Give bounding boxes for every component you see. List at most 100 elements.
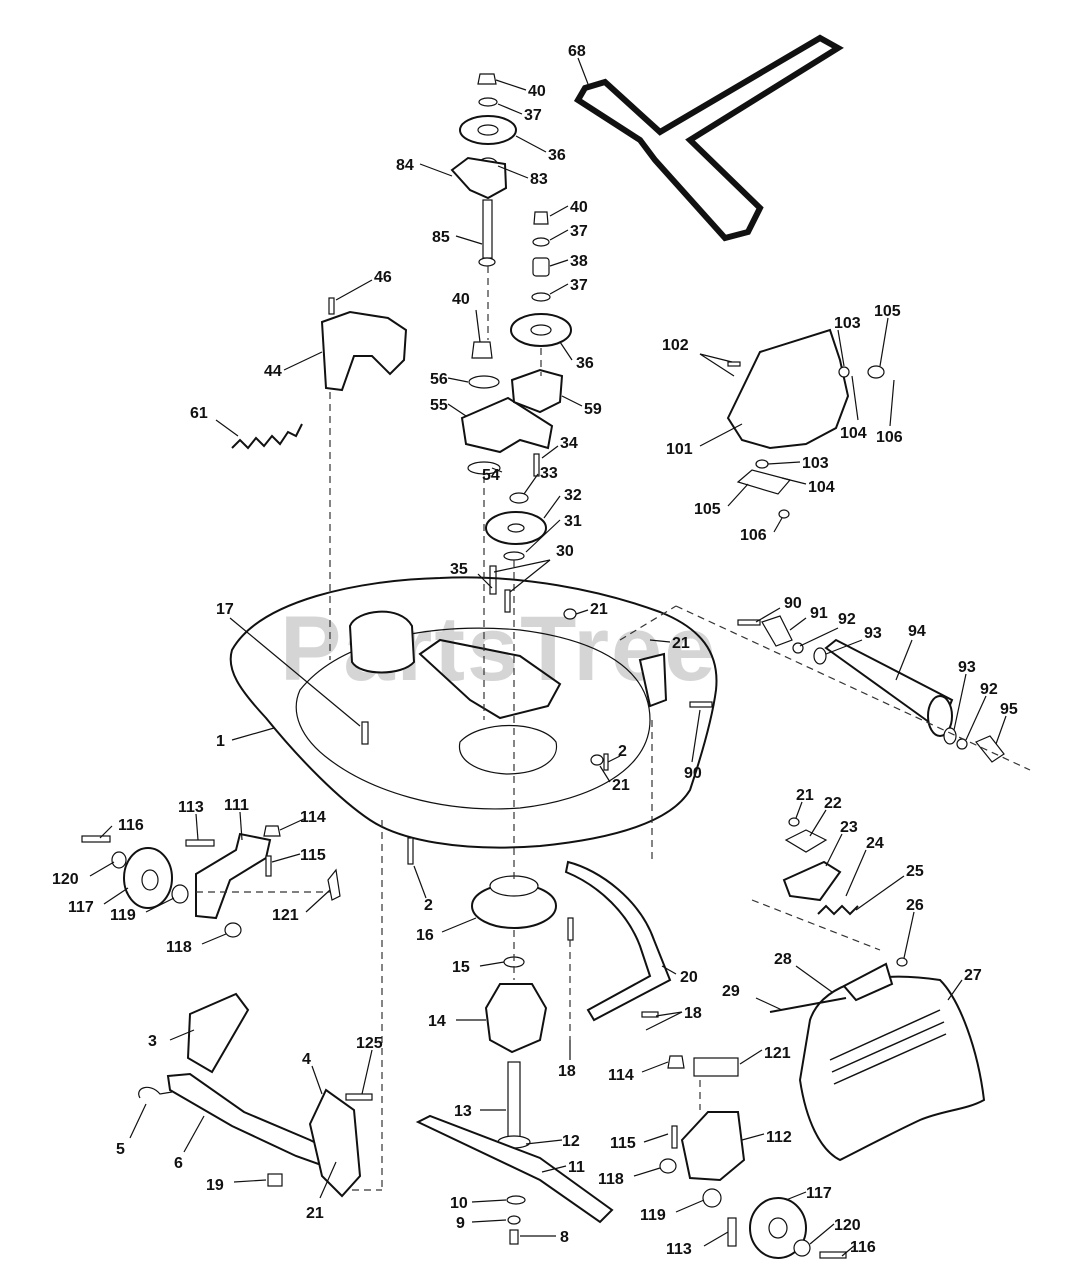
callout-38: 38 — [570, 253, 588, 270]
bolt-115-right — [671, 1125, 678, 1149]
callout-105: 105 — [694, 501, 721, 518]
callout-61: 61 — [190, 405, 208, 422]
washer-119-left — [171, 884, 189, 904]
deck-inner-rim — [295, 627, 651, 810]
callout-93: 93 — [958, 659, 976, 676]
callout-119: 119 — [110, 907, 136, 924]
bolt-30a — [504, 589, 511, 613]
wheel-117-right-hub — [768, 1217, 788, 1239]
callout-103: 103 — [802, 455, 829, 472]
callout-2: 2 — [424, 897, 433, 914]
spacer-105-top — [867, 365, 885, 379]
callout-9: 9 — [456, 1215, 465, 1232]
callout-120: 120 — [834, 1217, 861, 1234]
callout-54: 54 — [482, 467, 500, 484]
nut-114-right — [667, 1055, 685, 1069]
plate-121-right — [693, 1057, 739, 1077]
callout-113: 113 — [178, 799, 204, 816]
callout-116: 116 — [850, 1239, 876, 1256]
nut-118-right — [659, 1158, 677, 1174]
callout-56: 56 — [430, 371, 448, 388]
nut-114-left — [263, 825, 281, 837]
bracket-59 — [510, 368, 564, 414]
callout-115: 115 — [300, 847, 326, 864]
callout-118: 118 — [598, 1171, 624, 1188]
deflector-shield-101 — [726, 328, 850, 450]
washer-10 — [506, 1195, 526, 1205]
callout-19: 19 — [206, 1177, 224, 1194]
callout-46: 46 — [374, 269, 392, 286]
bolt-116-right — [819, 1251, 847, 1259]
bolt-2-lower — [407, 837, 414, 865]
callout-120: 120 — [52, 871, 79, 888]
pulley-36-top-hub — [477, 124, 499, 136]
wheel-117-left-hub — [141, 869, 159, 891]
washer-119-right — [702, 1188, 722, 1208]
callout-121: 121 — [272, 907, 299, 924]
callout-37: 37 — [570, 223, 588, 240]
callout-106: 106 — [740, 527, 767, 544]
callout-32: 32 — [564, 487, 582, 504]
deck-motor-mount — [348, 610, 416, 674]
nut-40-mid — [533, 211, 549, 225]
link-6 — [166, 1072, 332, 1168]
bracket-112 — [680, 1111, 746, 1182]
callout-91: 91 — [810, 605, 828, 622]
callout-118: 118 — [166, 939, 192, 956]
pin-125 — [345, 1093, 373, 1101]
callout-55: 55 — [430, 397, 448, 414]
callout-21: 21 — [672, 635, 690, 652]
callout-35: 35 — [450, 561, 468, 578]
nut-21-upper — [563, 608, 577, 620]
washer-37-mid-b — [531, 292, 551, 302]
deck-center-dome — [458, 725, 558, 775]
callout-44: 44 — [264, 363, 282, 380]
parts-artwork — [81, 34, 1005, 1259]
callout-21: 21 — [306, 1205, 324, 1222]
callout-117: 117 — [68, 899, 94, 916]
callout-101: 101 — [666, 441, 693, 458]
bolt-113-right — [727, 1217, 737, 1247]
bolt-8 — [509, 1229, 519, 1245]
callout-10: 10 — [450, 1195, 468, 1212]
callout-27: 27 — [964, 967, 982, 984]
bushing-93b — [943, 727, 957, 745]
washer-54 — [467, 461, 501, 475]
callout-90: 90 — [784, 595, 802, 612]
pulley-32-hub — [507, 523, 525, 533]
callout-2: 2 — [618, 743, 627, 760]
bolt-46 — [328, 297, 335, 315]
washer-92b — [956, 738, 968, 750]
bracket-4 — [308, 1088, 362, 1198]
callout-12: 12 — [562, 1133, 580, 1150]
hinge-23 — [782, 860, 842, 902]
nut-118-left — [224, 922, 242, 938]
callout-40: 40 — [570, 199, 588, 216]
callout-36: 36 — [576, 355, 594, 372]
callout-37: 37 — [524, 107, 542, 124]
callout-94: 94 — [908, 623, 926, 640]
callout-104: 104 — [840, 425, 867, 442]
callout-114: 114 — [300, 809, 326, 826]
callout-111: 111 — [224, 797, 249, 814]
callout-8: 8 — [560, 1229, 569, 1246]
callout-31: 31 — [564, 513, 582, 530]
bracket-deck-right — [638, 652, 668, 708]
callout-83: 83 — [530, 171, 548, 188]
washer-120-right — [793, 1239, 811, 1257]
nut-33 — [509, 492, 529, 504]
callout-85: 85 — [432, 229, 450, 246]
bar-20 — [564, 860, 672, 1022]
callout-40: 40 — [452, 291, 470, 308]
discharge-chute-27 — [798, 975, 986, 1162]
callout-40: 40 — [528, 83, 546, 100]
callout-15: 15 — [452, 959, 470, 976]
roller-94-end — [927, 695, 953, 737]
callout-114: 114 — [608, 1067, 634, 1084]
callout-116: 116 — [118, 817, 144, 834]
rod-28-29 — [769, 997, 847, 1013]
washer-103-top — [838, 366, 850, 378]
nut-40-idler — [471, 341, 493, 359]
callout-21: 21 — [796, 787, 814, 804]
